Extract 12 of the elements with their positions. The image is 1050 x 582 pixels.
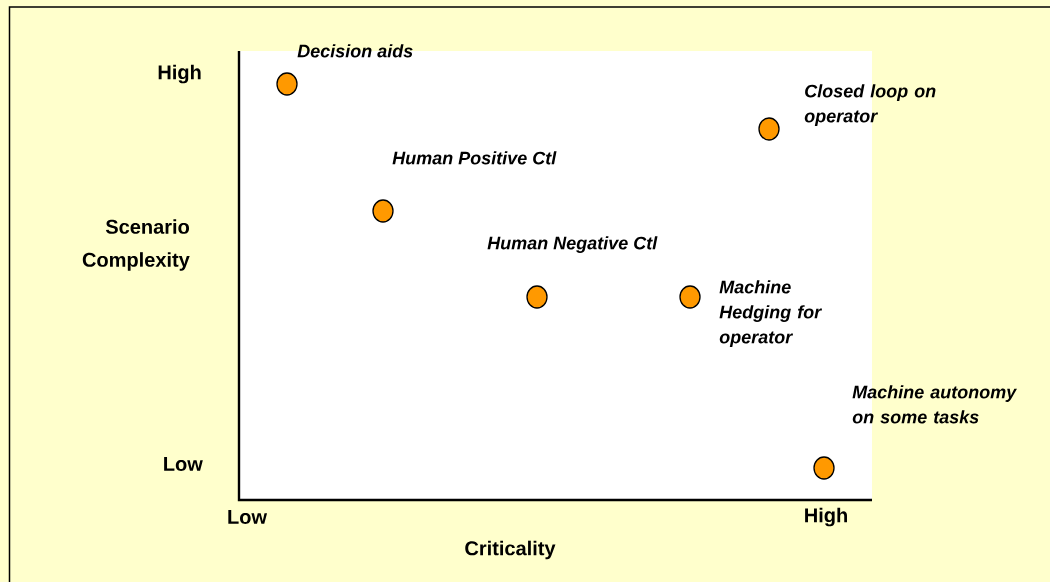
axis-label: High [158,64,201,84]
axis-label: Low [164,457,203,471]
axis-label: Low [228,510,268,524]
point-label: Human Positive Ctl [392,151,557,165]
axis-label: Scenario Complexity [82,219,190,271]
point-label: Closed loop on operator [804,84,936,126]
point-label: Machine Hedging for operator [719,280,822,347]
axis-label: Criticality [465,540,556,560]
point-label: Decision aids [297,44,413,58]
point-label: Human Negative Ctl [487,236,658,253]
point-label: Machine autonomy on some tasks [852,385,1017,424]
axis-label: High [805,507,847,527]
